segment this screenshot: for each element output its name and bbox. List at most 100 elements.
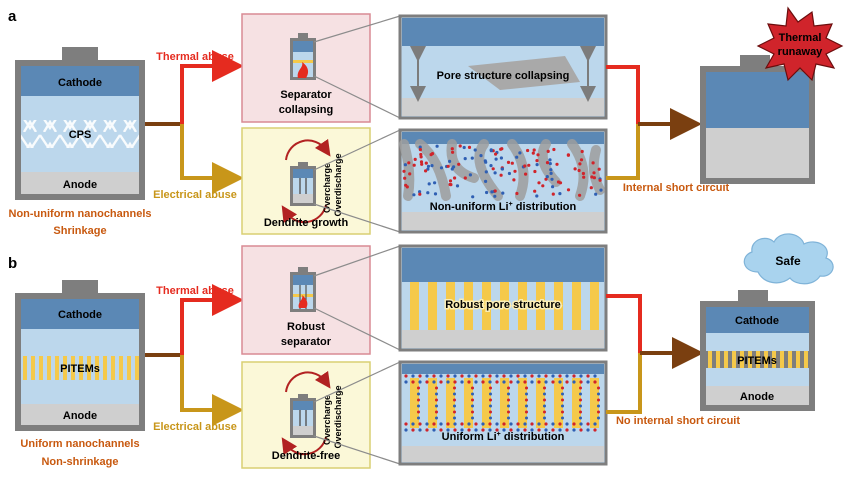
ion-dot — [467, 374, 471, 378]
panel-a-electrical-label: Electrical abuse — [153, 189, 237, 201]
pore-channel — [732, 351, 736, 368]
pore-channel — [724, 351, 728, 368]
ion-dot — [500, 167, 504, 171]
ion-dot — [499, 147, 503, 151]
ion-dot — [435, 392, 438, 396]
thermal-box-a: Separator collapsing — [241, 13, 371, 123]
pore-channel — [95, 356, 99, 380]
ion-dot — [495, 380, 499, 384]
ion-dot — [544, 380, 548, 384]
ion-dot — [418, 148, 422, 152]
arrow-a-thermal — [180, 50, 244, 124]
ion-dot — [507, 171, 511, 176]
ion-dot — [537, 380, 541, 384]
converge-b-gold — [606, 353, 642, 414]
safe-cloud: Safe — [743, 233, 834, 285]
result-battery-a — [700, 55, 815, 184]
ion-dot — [502, 428, 506, 432]
electrical-box-b-label: Dendrite-free — [272, 450, 340, 462]
ion-dot — [572, 380, 576, 384]
ion-dot — [530, 422, 534, 426]
ion-dot — [523, 428, 527, 432]
ion-dot — [566, 188, 571, 192]
ion-dot — [518, 151, 522, 155]
ion-dot — [551, 380, 555, 384]
ion-dot — [509, 380, 513, 384]
ion-dot — [573, 167, 577, 171]
ion-dot — [493, 171, 497, 175]
pore-channel — [71, 356, 75, 380]
ion-dot — [545, 161, 550, 165]
ion-dot — [533, 189, 537, 193]
ion-dot — [579, 392, 582, 396]
ion-dot — [460, 428, 464, 432]
ion-dot — [493, 194, 497, 198]
flame-icon — [297, 62, 309, 78]
ion-dot — [572, 428, 576, 432]
thermal-box-a-line1: Separator — [280, 89, 332, 101]
ion-dot — [597, 386, 600, 390]
ion-dot — [484, 160, 488, 164]
ion-dot — [544, 428, 548, 432]
thermal-box-b-line2: separator — [281, 336, 332, 348]
ion-dot — [411, 374, 415, 378]
ion-dot — [467, 428, 471, 432]
pore-channel — [572, 282, 581, 330]
ion-dot — [448, 159, 452, 163]
ion-dot — [558, 192, 562, 196]
ion-dot — [525, 392, 528, 396]
ion-dot — [425, 422, 429, 426]
ion-dot — [453, 380, 457, 384]
ion-dot — [579, 422, 583, 426]
ion-dot — [525, 410, 528, 414]
ion-dot — [432, 374, 436, 378]
ion-dot — [453, 398, 456, 402]
ion-dot — [484, 170, 488, 174]
pore-channel — [55, 356, 59, 380]
electrical-box-b-overdischarge: Overdischarge — [333, 385, 343, 448]
ion-dot — [537, 374, 541, 378]
pore-channel — [764, 351, 768, 368]
ion-dot — [543, 398, 546, 402]
ion-dot — [419, 152, 423, 157]
ion-dot — [512, 178, 516, 182]
ion-dot — [419, 155, 423, 159]
ion-dot — [489, 392, 492, 396]
ion-dot — [453, 404, 456, 408]
ion-dot — [530, 380, 534, 384]
ion-dot — [506, 160, 511, 164]
ion-dot — [417, 410, 420, 414]
ion-dot — [516, 380, 520, 384]
safe-label: Safe — [775, 254, 801, 268]
pore-channel — [788, 351, 792, 368]
ion-dot — [435, 404, 438, 408]
panel-b-caption-line1: Uniform nanochannels — [20, 438, 139, 450]
ion-dot — [507, 404, 510, 408]
ion-dot — [561, 410, 564, 414]
ion-dot — [404, 428, 408, 432]
ion-dot — [535, 163, 539, 167]
pore-channel — [716, 351, 720, 368]
battery-b: Cathode PITEMs Anode — [15, 280, 145, 431]
ion-dot — [453, 422, 457, 426]
ion-dot — [474, 380, 478, 384]
ion-dot — [448, 182, 452, 187]
ion-dot — [494, 157, 498, 161]
ion-dot — [489, 416, 492, 420]
ion-dot — [424, 161, 428, 165]
panel-b-electrical-label: Electrical abuse — [153, 421, 237, 433]
pore-channel — [410, 378, 419, 428]
ion-dot — [491, 167, 495, 171]
ion-dot — [489, 404, 492, 408]
ion-dot — [448, 179, 453, 183]
ion-dot — [565, 422, 569, 426]
ion-dot — [411, 380, 415, 384]
thermal-runaway-line2: runaway — [778, 46, 824, 58]
ion-dot — [452, 165, 456, 169]
ion-dot — [404, 380, 408, 384]
ion-dot — [597, 404, 600, 408]
ion-dot — [535, 159, 539, 163]
short-circuit-a-label: Internal short circuit — [623, 182, 730, 194]
ion-dot — [516, 428, 520, 432]
ion-dot — [490, 190, 494, 194]
